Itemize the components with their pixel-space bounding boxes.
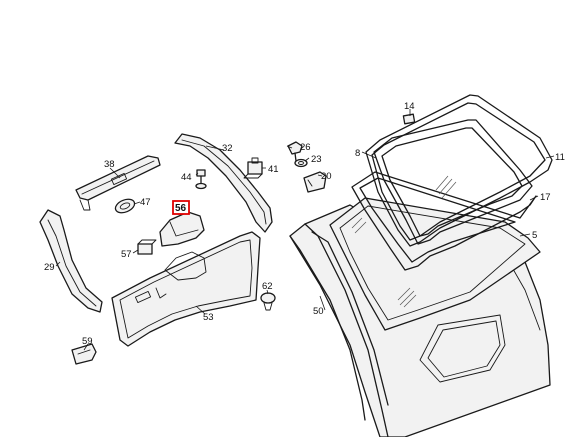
clip-14[interactable] xyxy=(402,113,416,125)
bracket-59[interactable] xyxy=(71,343,97,365)
callout-23[interactable]: 23 xyxy=(311,154,322,165)
clip-41[interactable] xyxy=(243,157,263,179)
callout-53[interactable]: 53 xyxy=(203,312,214,323)
outer-window-frame[interactable] xyxy=(365,94,553,247)
interior-trim-panel[interactable] xyxy=(111,231,261,347)
highlighted-callout-56[interactable]: 56 xyxy=(172,200,190,215)
callout-labels: 38 32 44 41 26 23 20 8 14 11 17 5 47 57 … xyxy=(44,101,565,347)
screw-44[interactable] xyxy=(195,169,207,190)
callout-5[interactable]: 5 xyxy=(532,230,537,241)
callout-32[interactable]: 32 xyxy=(222,143,233,154)
bolt-26[interactable] xyxy=(287,141,303,162)
callout-26[interactable]: 26 xyxy=(300,142,311,153)
callout-44[interactable]: 44 xyxy=(181,172,192,183)
callout-29[interactable]: 29 xyxy=(44,262,55,273)
washer-23[interactable] xyxy=(294,158,308,168)
callout-47[interactable]: 47 xyxy=(140,197,151,208)
clip-57[interactable] xyxy=(137,239,157,255)
trim-block-56[interactable] xyxy=(159,211,205,247)
callout-14[interactable]: 14 xyxy=(404,101,415,112)
callout-8[interactable]: 8 xyxy=(355,148,360,159)
callout-59[interactable]: 59 xyxy=(82,336,93,347)
callout-41[interactable]: 41 xyxy=(268,164,279,175)
callout-38[interactable]: 38 xyxy=(104,159,115,170)
callout-50[interactable]: 50 xyxy=(313,306,324,317)
highlight-box xyxy=(172,200,190,215)
bracket-20[interactable] xyxy=(303,171,327,193)
leader-lines xyxy=(55,109,555,351)
grommet-47[interactable] xyxy=(113,197,136,216)
callout-57[interactable]: 57 xyxy=(121,249,132,260)
upper-trim-strip[interactable] xyxy=(174,133,273,233)
callout-17[interactable]: 17 xyxy=(540,192,551,203)
side-trim-strip[interactable] xyxy=(39,209,103,313)
inner-window-seal[interactable] xyxy=(351,171,537,271)
callout-62[interactable]: 62 xyxy=(262,281,273,292)
window-glass-frame[interactable] xyxy=(373,119,533,245)
callout-20[interactable]: 20 xyxy=(321,171,332,182)
clip-62[interactable] xyxy=(260,292,276,311)
callout-56[interactable]: 56 xyxy=(175,203,187,214)
rail-38[interactable] xyxy=(75,155,161,211)
callout-11[interactable]: 11 xyxy=(555,152,565,163)
